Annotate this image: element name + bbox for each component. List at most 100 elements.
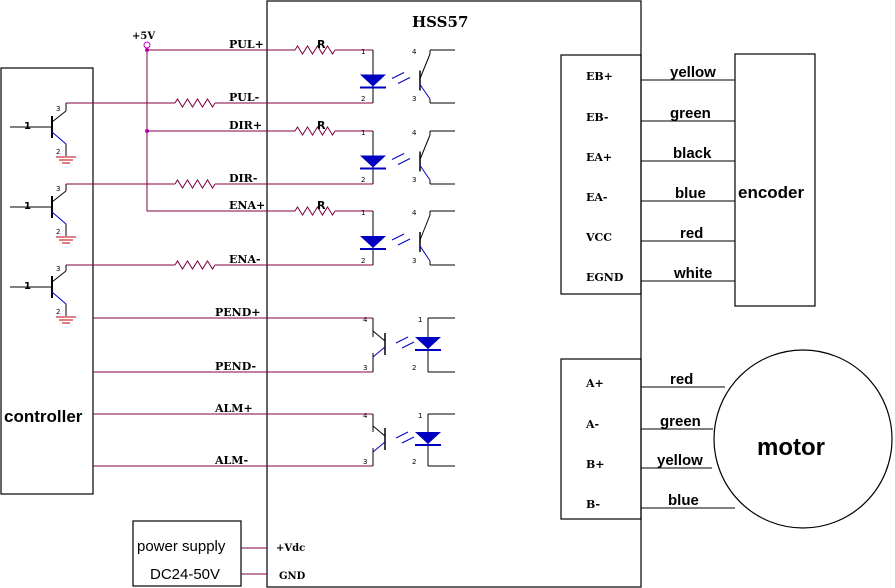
opto-pin: 1: [418, 412, 422, 420]
motor-pin-2: B+: [586, 458, 605, 471]
motor-wire-color-3: blue: [668, 492, 699, 509]
encoder-pin-5: EGND: [586, 271, 624, 284]
pin-label-enaplus: ENA+: [229, 199, 265, 212]
pin-label-almplus: ALM+: [214, 402, 253, 415]
opto-pin: 3: [412, 257, 416, 265]
encoder-wire-color-2: black: [673, 145, 712, 162]
led-icon: [360, 236, 386, 248]
opto-pin: 2: [412, 364, 416, 372]
led-icon: [415, 432, 441, 444]
pin-label-dirplus: DIR+: [229, 119, 262, 132]
resistor: [174, 179, 216, 189]
opto-pin: 1: [418, 316, 422, 324]
pin-label-pulplus: PUL+: [229, 38, 264, 51]
motor-pin-1: A-: [585, 418, 599, 431]
phototransistor-collector: [419, 134, 431, 160]
collector: [51, 190, 67, 203]
collector: [51, 110, 67, 123]
encoder-pin-1: EB-: [586, 111, 608, 124]
opto-pin: 2: [361, 95, 365, 103]
light-arrow-icon: [391, 153, 405, 160]
motor-wire-color-0: red: [670, 371, 693, 388]
pin-label-pendplus: PEND+: [215, 306, 260, 319]
opto-pin: 3: [412, 95, 416, 103]
opto-pin: 4: [412, 209, 417, 217]
resistor: [174, 98, 216, 108]
pin-num: 2: [56, 148, 60, 156]
pin-num: 2: [56, 308, 60, 316]
collector: [51, 270, 67, 283]
light-arrow-icon: [391, 72, 405, 79]
supply-label: +5V: [132, 31, 155, 42]
resistor: [294, 126, 336, 136]
light-arrow-icon: [401, 436, 415, 444]
opto-pin: 3: [363, 458, 367, 466]
encoder-pin-box: [560, 54, 642, 295]
pin-vdc: +Vdc: [276, 543, 305, 554]
drive-title: HSS57: [412, 13, 468, 31]
resistor: [174, 260, 216, 270]
opto-pin: 4: [412, 129, 417, 137]
opto-pin: 3: [363, 364, 367, 372]
light-arrow-icon: [397, 158, 411, 165]
motor-pin-3: B-: [586, 498, 600, 511]
phototransistor-emitter: [419, 245, 431, 262]
encoder-wire-color-4: red: [680, 225, 703, 242]
controller-label: controller: [4, 407, 83, 426]
light-arrow-icon: [395, 336, 409, 344]
power-line2: DC24-50V: [150, 566, 220, 583]
encoder-pin-0: EB+: [586, 70, 613, 83]
encoder-pin-2: EA+: [586, 151, 612, 164]
pin-num: 2: [56, 228, 60, 236]
encoder-pin-3: EA-: [586, 191, 607, 204]
motor-wire-color-1: green: [660, 413, 701, 430]
light-arrow-icon: [391, 233, 405, 241]
emitter: [51, 291, 67, 305]
resistor: [294, 45, 336, 55]
led-icon: [360, 74, 386, 87]
power-line1: power supply: [137, 538, 226, 555]
encoder-wire-color-1: green: [670, 105, 711, 122]
opto-pin: 4: [363, 412, 368, 420]
resistor: [294, 206, 336, 216]
emitter: [51, 211, 67, 225]
encoder-box: [734, 53, 816, 307]
encoder-wire-color-5: white: [673, 265, 712, 282]
resistor-label: R: [317, 199, 326, 212]
emitter: [51, 131, 67, 145]
encoder-wire-color-0: yellow: [670, 64, 716, 81]
encoder-pin-4: VCC: [585, 231, 612, 244]
motor-label: motor: [757, 434, 825, 461]
led-icon: [360, 155, 386, 168]
supply-terminal: [143, 41, 151, 49]
opto-pin: 1: [361, 129, 365, 137]
light-arrow-icon: [395, 431, 409, 439]
phototransistor-emitter: [419, 84, 431, 100]
power-supply-box: [132, 520, 242, 587]
opto-pin: 1: [361, 209, 365, 217]
phototransistor-collector: [419, 53, 431, 79]
motor-wire-color-2: yellow: [657, 452, 703, 469]
pin-label-dirminus: DIR-: [229, 172, 257, 185]
pin-gnd: GND: [279, 571, 306, 582]
encoder-label: encoder: [738, 183, 805, 202]
motor-circle: [713, 349, 893, 529]
opto-pin: 2: [361, 176, 365, 184]
pin-label-enaminus: ENA-: [229, 253, 261, 266]
pin-label-pendminus: PEND-: [215, 360, 256, 373]
pin-label-almminus: ALM-: [214, 454, 248, 467]
resistor-label: R: [317, 38, 326, 51]
opto-pin: 3: [412, 176, 416, 184]
pin-num: 3: [56, 265, 60, 273]
light-arrow-icon: [397, 238, 411, 246]
phototransistor-collector: [419, 214, 431, 241]
encoder-wire-color-3: blue: [675, 185, 706, 202]
opto-pin: 4: [412, 48, 417, 56]
opto-pin: 1: [361, 48, 365, 56]
motor-pin-0: A+: [585, 377, 604, 390]
light-arrow-icon: [401, 341, 415, 349]
pin-label-pulminus: PUL-: [229, 91, 259, 104]
light-arrow-icon: [397, 77, 411, 84]
led-icon: [415, 337, 441, 349]
opto-pin: 2: [361, 257, 365, 265]
